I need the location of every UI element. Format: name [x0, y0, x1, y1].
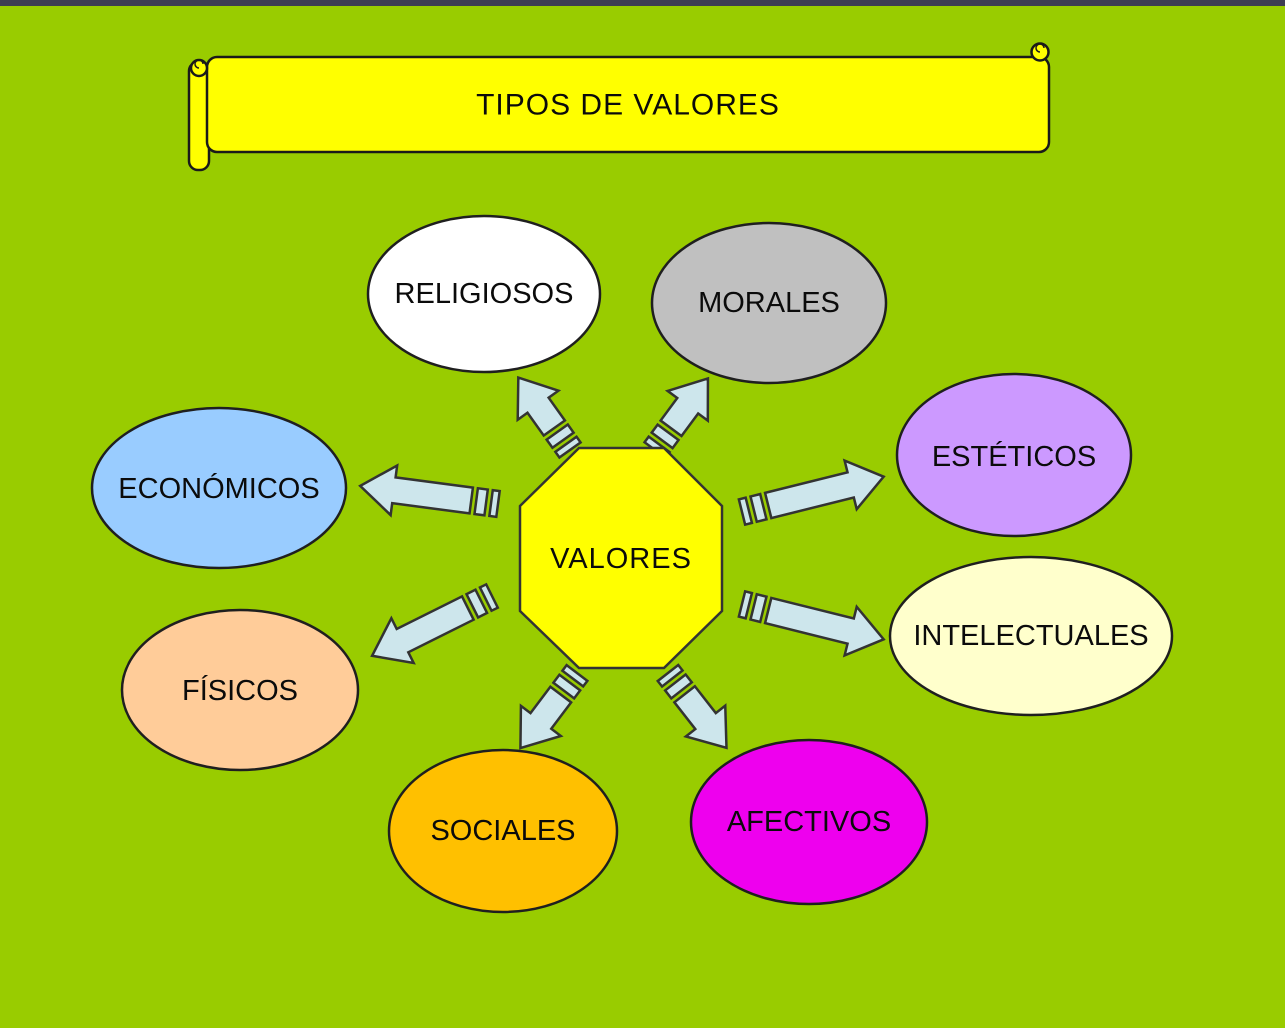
node-ellipse-esteticos [895, 372, 1133, 538]
node-label-fisicos: FÍSICOS [182, 674, 298, 707]
top-window-bar [0, 0, 1285, 6]
node-label-religiosos: RELIGIOSOS [395, 278, 574, 310]
node-label-economicos: ECONÓMICOS [118, 472, 319, 505]
arrow-religiosos [516, 375, 583, 460]
node-ellipse-fisicos [120, 608, 360, 772]
node-ellipse-morales [650, 221, 888, 385]
banner [187, 42, 1051, 172]
center-octagon [518, 446, 724, 670]
node-ellipse-sociales [387, 748, 619, 914]
banner-body [205, 55, 1051, 154]
arrow-intelectuales [737, 589, 886, 658]
node-label-esteticos: ESTÉTICOS [932, 440, 1096, 473]
arrow-sociales [519, 663, 590, 750]
banner-right-curl-spiral [1035, 43, 1045, 53]
node-ellipse-religiosos [366, 214, 602, 374]
node-ellipse-economicos [90, 406, 348, 570]
node-label-morales: MORALES [698, 287, 840, 319]
node-ellipse-afectivos [689, 738, 929, 906]
arrow-economicos [358, 463, 502, 519]
arrow-afectivos [656, 663, 728, 750]
banner-title: TIPOS DE VALORES [476, 89, 780, 122]
arrow-esteticos [737, 458, 886, 527]
node-label-intelectuales: INTELECTUALES [913, 620, 1148, 652]
node-ellipse-intelectuales [888, 555, 1174, 717]
center-label: VALORES [550, 543, 692, 575]
nodes [90, 214, 1174, 914]
node-label-afectivos: AFECTIVOS [727, 806, 891, 838]
node-label-sociales: SOCIALES [430, 815, 575, 847]
banner-left-curl-spiral [194, 59, 204, 69]
arrows [358, 375, 886, 750]
arrow-fisicos [370, 582, 500, 665]
